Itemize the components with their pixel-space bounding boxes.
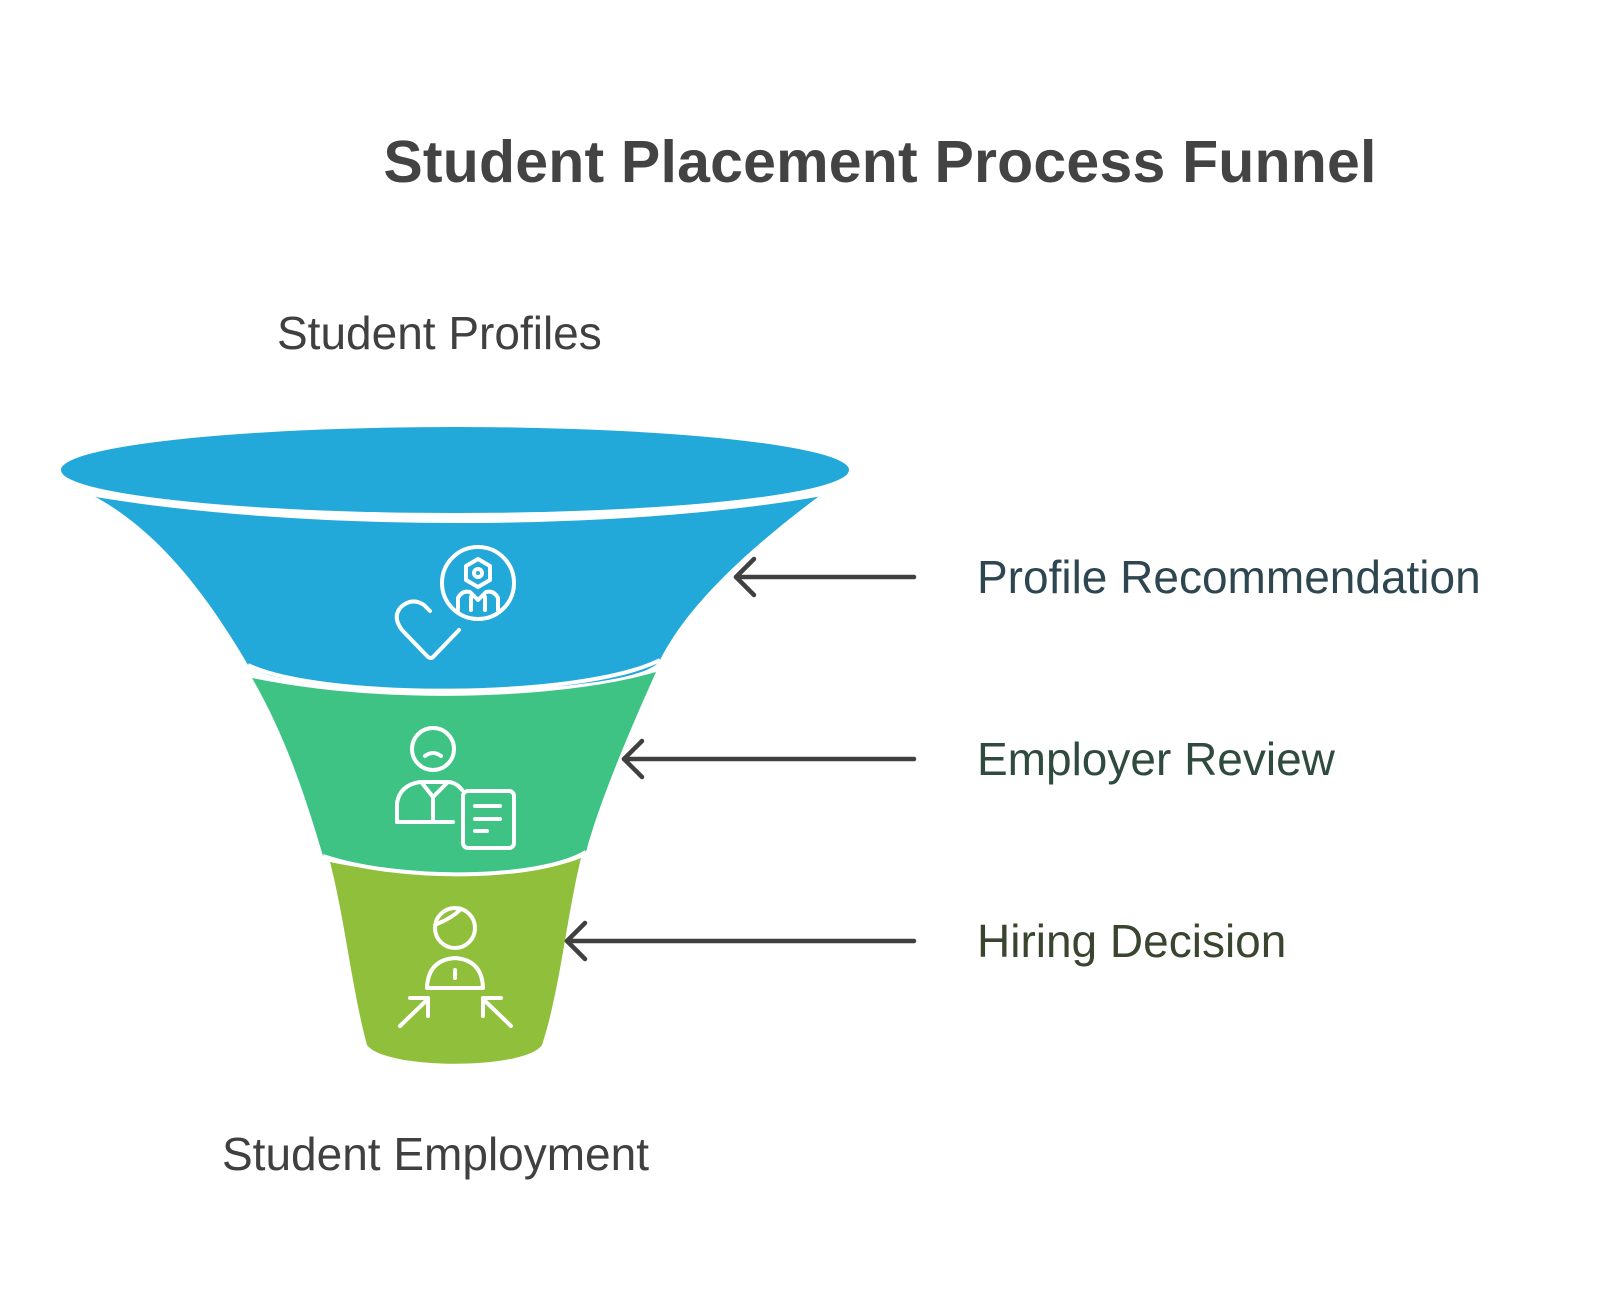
- person-with-document-icon: [395, 726, 516, 850]
- funnel-output-label: Student Employment: [222, 1128, 650, 1180]
- funnel-stage-profile-recommendation: [61, 427, 849, 693]
- arrow-profile-recommendation: [733, 556, 917, 598]
- stage-label-profile-recommendation: Profile Recommendation: [977, 551, 1481, 603]
- funnel-stage-hiring-decision: [330, 858, 581, 1064]
- arrow-hiring-decision: [564, 920, 917, 962]
- funnel-stage-employer-review: [252, 672, 656, 877]
- funnel-input-label: Student Profiles: [277, 307, 602, 359]
- funnel-rim: [61, 427, 849, 513]
- stage-label-employer-review: Employer Review: [977, 733, 1335, 785]
- person-with-converging-arrows-icon: [398, 906, 513, 1028]
- arrow-employer-review: [621, 738, 917, 780]
- stage-label-hiring-decision: Hiring Decision: [977, 915, 1287, 967]
- heart-with-worker-badge-icon: [394, 545, 516, 660]
- diagram-title: Student Placement Process Funnel: [383, 129, 1377, 195]
